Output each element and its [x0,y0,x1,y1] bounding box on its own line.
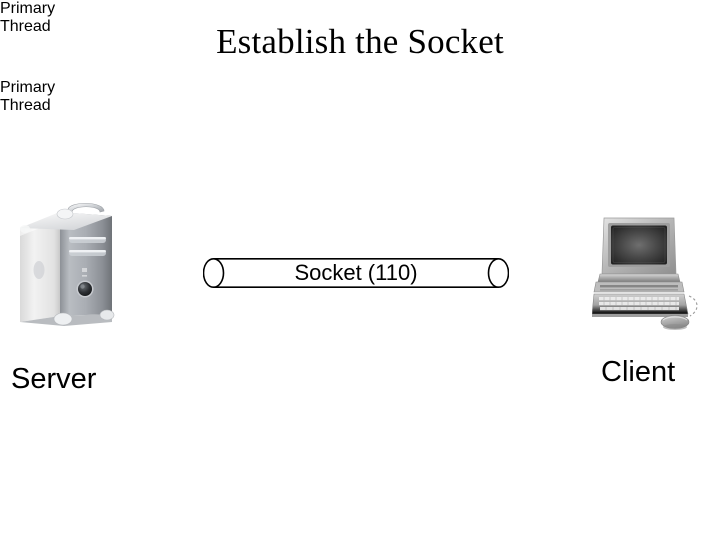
client-thread-line-2: Thread [0,97,51,114]
server-primary-thread-box: Primary Thread [0,0,83,79]
client-caption: Client [601,356,676,388]
server-tower-computer-icon [8,198,116,332]
client-thread-line-1: Primary [0,79,56,96]
socket-cylinder-shape [203,258,509,288]
page-title: Establish the Socket [216,22,504,61]
client-primary-thread-box: Primary Thread [0,79,83,158]
server-thread-line-1: Primary [0,0,56,17]
server-caption: Server [11,363,97,395]
socket-label: Socket (110) [294,260,418,285]
client-desktop-computer-icon [592,216,704,332]
server-thread-line-2: Thread [0,18,51,35]
